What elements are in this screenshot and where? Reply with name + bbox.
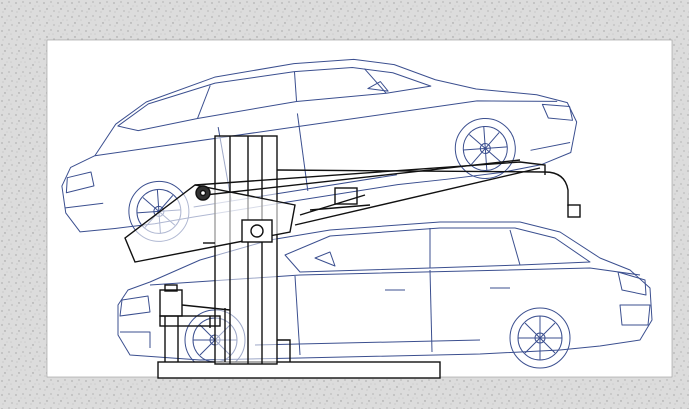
lower-car-roof-windows (284, 227, 591, 273)
lower-car-taillight (119, 295, 151, 317)
lift-power-unit-pipe (164, 304, 231, 362)
lower-car-door-line-1 (294, 275, 301, 356)
upper-car-bumper-front (530, 142, 571, 151)
lift-hydraulic-cylinder (299, 194, 366, 216)
lower-car-headlight (617, 271, 647, 296)
lift-base-plate (157, 361, 441, 379)
lift-main-arm (204, 159, 521, 196)
lift-cylinder-block (334, 187, 358, 205)
upper-car-pillar-1 (197, 85, 211, 119)
lower-car-grille (619, 304, 651, 326)
lift-tilt-platform (124, 184, 296, 263)
upper-car-front-wheel (454, 117, 516, 179)
parking-lift (124, 135, 581, 379)
lift-top-rail (276, 169, 569, 206)
lower-car-front-wheel (509, 307, 571, 369)
upper-car-roof-windows (117, 67, 432, 132)
upper-car-beltline (94, 100, 558, 157)
upper-car-door-line-2 (296, 113, 309, 192)
lift-power-unit (159, 289, 183, 317)
lift-lower-arm (294, 167, 541, 226)
lift-bracket-bolt (209, 308, 226, 362)
lower-car-body (117, 221, 653, 361)
upper-car-pillar-2 (293, 71, 298, 102)
concrete-top (0, 0, 689, 40)
concrete-left (0, 0, 47, 409)
concrete-bottom (0, 377, 689, 409)
lower-car-sill (254, 339, 481, 346)
concrete-right (672, 0, 689, 409)
upper-car-taillight (65, 171, 95, 194)
lift-pivot-wheel-hub (199, 189, 207, 197)
lower-car-mirror (314, 251, 336, 267)
lift-guard-bracket (159, 315, 221, 327)
lift-piston-rod (309, 204, 371, 211)
lift-motor-pulley (250, 224, 264, 238)
interior-outline (46, 39, 673, 378)
upper-car-mirror (367, 81, 389, 92)
upper-car-body (61, 58, 578, 233)
lift-tilt-platform-edge (194, 161, 546, 186)
lower-car-pillar-2 (509, 229, 521, 266)
lift-motor-box (241, 219, 273, 243)
lift-power-unit-cap (164, 284, 178, 292)
upper-car-pillar-3 (364, 68, 387, 94)
lower-car-rear-bumper (120, 331, 151, 348)
lower-car (117, 221, 653, 371)
upper-car-headlight (541, 103, 574, 121)
upper-car-bumper-rear (65, 202, 104, 209)
lift-column-foot (277, 339, 291, 362)
lift-rail-hook (567, 204, 581, 218)
lower-car-door-line-2 (429, 269, 433, 353)
